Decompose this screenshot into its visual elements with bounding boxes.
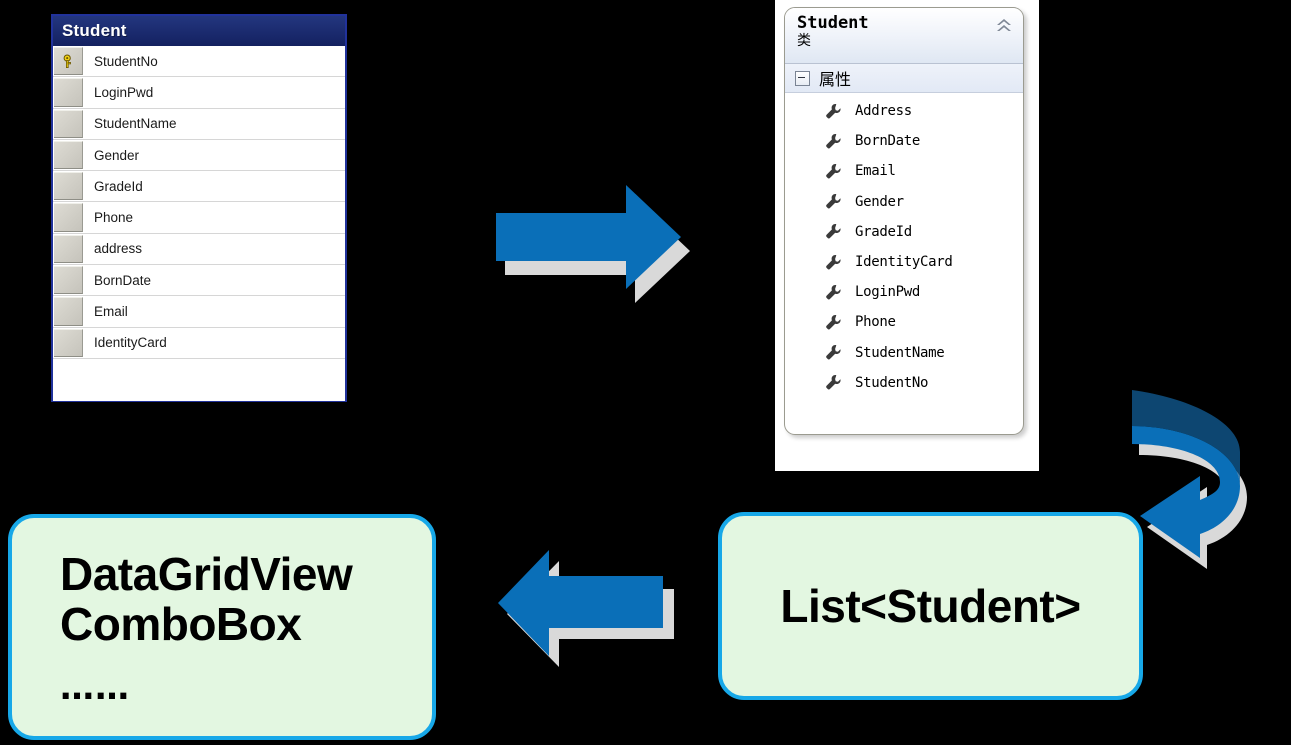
class-property-row[interactable]: IdentityCard — [785, 247, 1023, 277]
arrow-left-icon — [498, 550, 674, 667]
table-row[interactable]: StudentName — [53, 109, 345, 140]
table-row[interactable]: Gender — [53, 140, 345, 172]
class-property-name: LoginPwd — [855, 284, 921, 301]
table-row[interactable]: Phone — [53, 202, 345, 234]
class-kind-label: 类 — [797, 33, 811, 49]
class-property-name: Email — [855, 163, 896, 180]
table-column-name[interactable]: StudentNo — [94, 53, 158, 69]
table-column-name[interactable]: GradeId — [94, 178, 143, 194]
table-column-name[interactable]: IdentityCard — [94, 335, 167, 351]
row-selector[interactable] — [54, 266, 83, 295]
minus-box-icon[interactable] — [795, 70, 810, 86]
class-property-row[interactable]: Email — [785, 156, 1023, 186]
arrow-right-icon — [496, 185, 690, 303]
row-selector[interactable] — [54, 172, 83, 201]
wrench-icon — [826, 194, 841, 209]
class-property-row[interactable]: Phone — [785, 307, 1023, 337]
datagridview-label: DataGridView — [60, 548, 353, 600]
wrench-icon — [826, 103, 841, 119]
class-property-name: IdentityCard — [855, 254, 953, 271]
row-selector-primary-key[interactable] — [54, 47, 83, 76]
wrench-icon — [826, 375, 841, 390]
table-column-name[interactable]: address — [94, 241, 143, 257]
table-row[interactable]: address — [53, 234, 345, 266]
combobox-label: ComboBox — [60, 598, 302, 650]
class-property-row[interactable]: StudentNo — [785, 368, 1023, 398]
class-property-name: StudentName — [855, 344, 945, 361]
sql-table-title: Student — [53, 16, 345, 46]
chevron-double-up-icon[interactable] — [995, 18, 1013, 34]
table-row[interactable]: GradeId — [53, 171, 345, 203]
arrow-curved-uturn-icon — [1132, 390, 1247, 569]
row-selector[interactable] — [54, 78, 83, 107]
table-row-empty[interactable] — [53, 359, 345, 401]
row-selector[interactable] — [54, 109, 83, 138]
table-column-name[interactable]: Gender — [94, 147, 140, 163]
class-property-row[interactable]: LoginPwd — [785, 277, 1023, 307]
table-column-name[interactable]: StudentName — [94, 116, 177, 132]
class-property-name: Phone — [855, 314, 896, 331]
class-property-name: Gender — [855, 193, 904, 210]
table-row[interactable]: Email — [53, 296, 345, 328]
row-selector[interactable] — [54, 234, 83, 264]
table-row[interactable]: IdentityCard — [53, 328, 345, 359]
datagridview-combobox-box[interactable]: DataGridView ComboBox …… — [8, 514, 436, 740]
row-selector[interactable] — [54, 328, 83, 357]
wrench-icon — [826, 314, 841, 330]
properties-group-label: 属性 — [819, 70, 852, 89]
table-column-name-empty[interactable] — [82, 359, 345, 401]
wrench-icon — [826, 284, 841, 300]
table-column-name[interactable]: BornDate — [94, 272, 152, 288]
table-row[interactable]: LoginPwd — [53, 77, 345, 109]
class-property-row[interactable]: Address — [785, 96, 1023, 126]
table-row[interactable]: StudentNo — [53, 46, 345, 78]
class-card-header: Student 类 — [785, 8, 1023, 64]
row-selector[interactable] — [54, 140, 83, 170]
class-property-row[interactable]: BornDate — [785, 126, 1023, 156]
ellipsis-label: …… — [60, 668, 130, 708]
wrench-icon — [826, 133, 841, 149]
wrench-icon — [826, 345, 841, 360]
table-row[interactable]: BornDate — [53, 265, 345, 297]
class-property-name: StudentNo — [855, 374, 929, 391]
wrench-icon — [826, 254, 841, 269]
wrench-icon — [826, 164, 841, 179]
class-property-name: GradeId — [855, 223, 912, 240]
table-column-name[interactable]: Email — [94, 304, 128, 320]
row-selector[interactable] — [54, 297, 83, 326]
class-property-row[interactable]: Gender — [785, 187, 1023, 217]
class-property-name: Address — [855, 103, 912, 120]
properties-group-row[interactable]: 属性 — [785, 64, 1023, 93]
list-student-label: List<Student> — [780, 580, 1081, 632]
row-selector-empty[interactable] — [53, 359, 82, 401]
key-icon — [63, 54, 71, 68]
class-property-row[interactable]: GradeId — [785, 217, 1023, 247]
table-column-name[interactable]: Phone — [94, 210, 134, 226]
table-column-name[interactable]: LoginPwd — [94, 84, 154, 100]
row-selector[interactable] — [54, 203, 83, 232]
class-property-row[interactable]: StudentName — [785, 338, 1023, 368]
class-name: Student — [797, 13, 869, 33]
class-property-name: BornDate — [855, 133, 921, 150]
list-student-box[interactable]: List<Student> — [718, 512, 1143, 700]
wrench-icon — [826, 224, 841, 239]
